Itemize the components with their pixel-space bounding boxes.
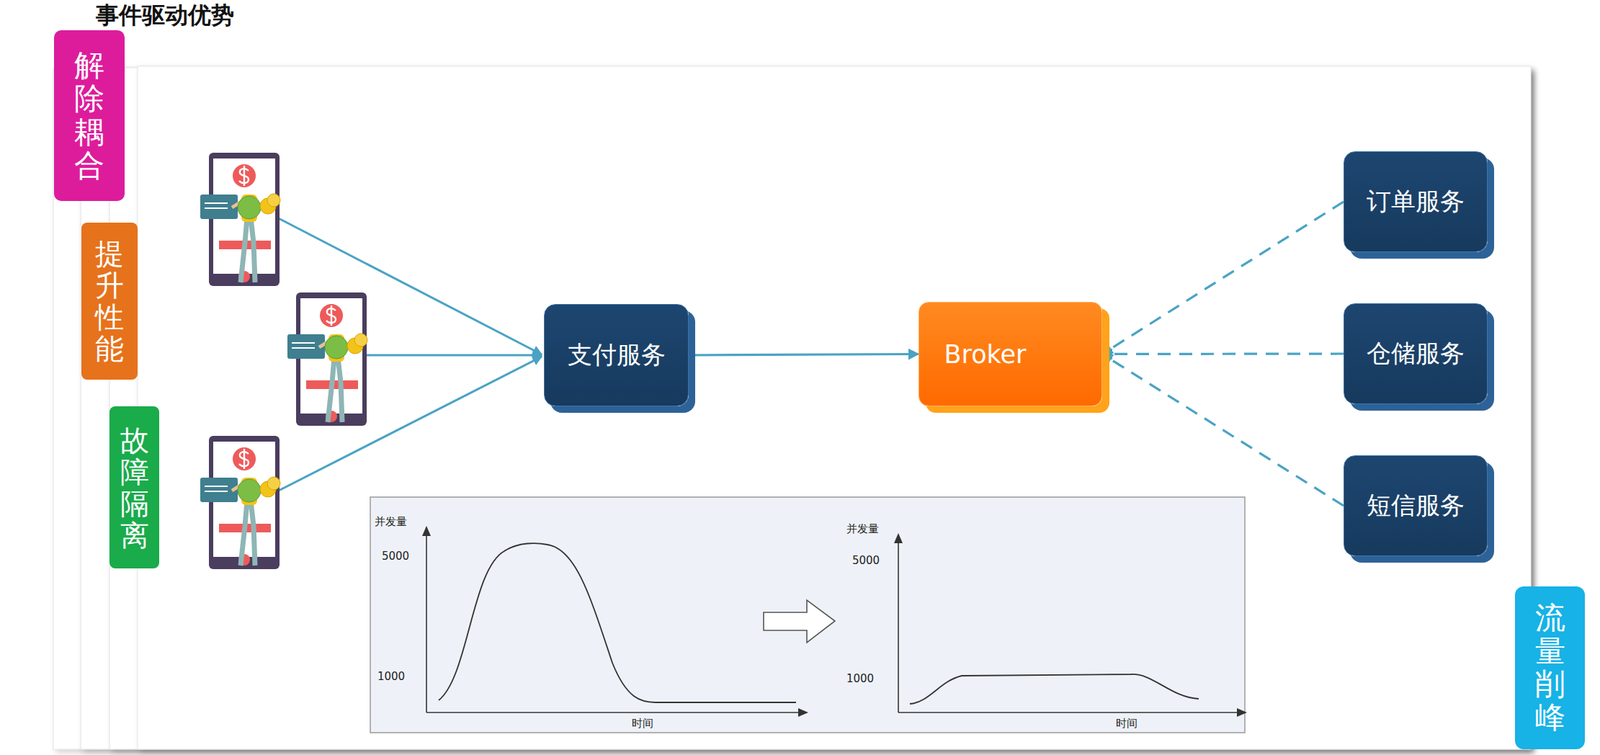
advantage-tab: 解除耦合 — [54, 30, 125, 201]
advantage-tab: 故障隔离 — [109, 406, 160, 569]
tab-text: 流量削峰 — [1535, 601, 1566, 735]
tab-text: 解除耦合 — [74, 48, 105, 183]
subscribe-arrow — [1102, 354, 1344, 507]
phone-user — [200, 152, 281, 286]
chart-axes — [426, 533, 1240, 713]
advantage-tab: 提升性能 — [81, 222, 138, 380]
box-label: 订单服务 — [1366, 185, 1465, 219]
subscribe-arrow — [1102, 201, 1344, 355]
service-box: 支付服务 — [543, 304, 689, 407]
tick-label: 1000 — [846, 672, 874, 686]
service-box: 仓储服务 — [1343, 303, 1488, 405]
tab-text: 故障隔离 — [120, 424, 150, 552]
tab-text: 提升性能 — [95, 237, 124, 365]
tick-label: 5000 — [852, 553, 880, 567]
service-box: 订单服务 — [1343, 151, 1488, 253]
phone-line — [270, 213, 542, 495]
box-label: 支付服务 — [567, 338, 666, 372]
box-label: 仓储服务 — [1366, 337, 1465, 371]
axis-title: 并发量 — [846, 522, 879, 536]
advantage-tab: 流量削峰 — [1514, 586, 1585, 750]
axis-title: 时间 — [631, 716, 654, 731]
broker-box: Broker — [918, 301, 1103, 407]
subscribe-arrow — [1102, 352, 1344, 356]
title: 事件驱动优势 — [95, 0, 235, 32]
axis-title: 并发量 — [374, 515, 408, 529]
box-label: Broker — [944, 340, 1027, 369]
tick-label: 5000 — [381, 549, 410, 563]
chart-panel — [370, 497, 1245, 733]
publish-arrow — [688, 354, 919, 356]
main-panel — [137, 66, 1531, 750]
box-label: 短信服务 — [1366, 489, 1465, 523]
axis-title: 时间 — [1115, 716, 1138, 731]
phone-users — [200, 152, 368, 570]
peak-curve — [438, 543, 797, 703]
phone-user — [287, 292, 368, 426]
phone-user — [200, 435, 281, 570]
service-box: 短信服务 — [1343, 455, 1488, 557]
flat-curve — [909, 674, 1199, 704]
tick-label: 1000 — [377, 669, 405, 683]
transform-arrow — [763, 600, 835, 643]
axis-heads — [422, 525, 1248, 717]
